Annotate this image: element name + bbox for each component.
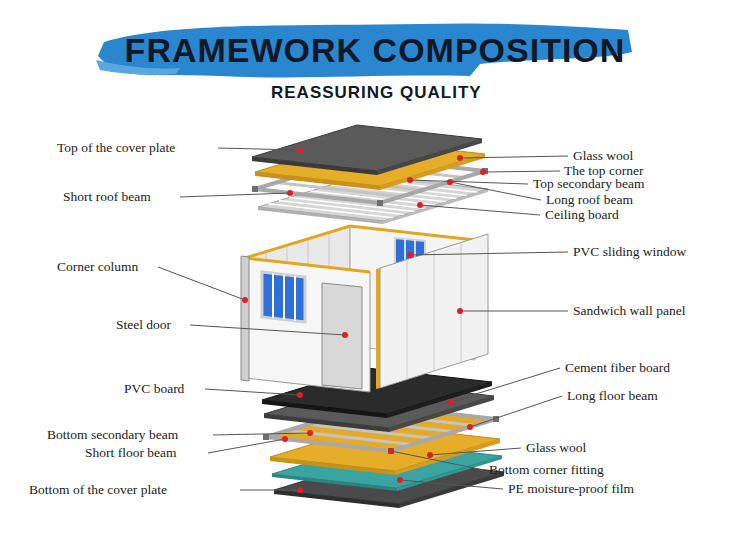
leader-dot — [297, 147, 303, 153]
corner-fitting — [388, 448, 394, 454]
panel-seam — [407, 260, 408, 380]
leader-dot — [467, 424, 473, 430]
part-label: PVC board — [124, 380, 184, 398]
leader-dot — [457, 308, 463, 314]
wall-edge — [245, 258, 370, 272]
panel-seam — [434, 251, 435, 371]
wall-box — [241, 226, 488, 392]
plate-edge — [377, 139, 482, 175]
plate-edge — [252, 157, 377, 175]
part-label: Sandwich wall panel — [573, 302, 685, 320]
part-label: Corner column — [57, 258, 138, 276]
diagram-title: FRAMEWORK COMPOSITION — [0, 30, 750, 70]
steel-door — [322, 283, 362, 389]
leader-line — [420, 205, 540, 215]
corner-fitting — [252, 186, 258, 192]
part-label: Glass wool — [573, 147, 633, 165]
corner-column — [241, 256, 249, 381]
leader-line — [190, 325, 345, 335]
leader-lines — [158, 148, 568, 490]
leader-dot — [407, 252, 413, 258]
leader-line — [460, 156, 568, 158]
window-bar — [294, 276, 296, 321]
board-edge — [387, 382, 492, 418]
leader-dot — [480, 169, 486, 175]
leader-line — [450, 182, 541, 200]
leader-dot — [287, 190, 293, 196]
leader-dot — [397, 477, 403, 483]
leader-line — [240, 490, 300, 491]
board-edge — [262, 400, 387, 418]
part-label: Steel door — [116, 316, 171, 334]
corner-fitting — [263, 434, 269, 440]
leader-dot — [307, 430, 313, 436]
panel-core — [376, 268, 380, 389]
board-edge — [264, 414, 389, 432]
film-edge — [272, 474, 397, 491]
front-window — [262, 272, 305, 322]
part-label: Glass wool — [526, 439, 586, 457]
subtitle: REASSURING QUALITY — [271, 84, 482, 102]
part-label: PE moisture-proof film — [508, 480, 634, 498]
plate-edge — [274, 490, 399, 508]
part-label: Top of the cover plate — [57, 139, 175, 157]
window-bar — [272, 273, 274, 318]
front-wall — [245, 258, 370, 392]
window-bar — [283, 275, 285, 320]
part-label: Long roof beam — [546, 191, 633, 209]
leader-line — [158, 267, 245, 300]
part-label: Long floor beam — [567, 387, 658, 405]
leader-line — [460, 311, 568, 312]
leader-line — [410, 252, 568, 255]
leader-dot — [297, 392, 303, 398]
leader-dot — [388, 448, 394, 454]
leader-dot — [282, 436, 288, 442]
leader-line — [400, 480, 503, 489]
leader-dot — [417, 202, 423, 208]
part-label: PVC sliding window — [573, 243, 686, 261]
leader-line — [410, 180, 528, 184]
leader-dot — [342, 332, 348, 338]
part-label: Short floor beam — [85, 444, 176, 462]
corner-fitting — [377, 200, 383, 206]
part-label: Cement fiber board — [565, 359, 670, 377]
leader-line — [391, 451, 484, 470]
leader-line — [205, 389, 300, 395]
leader-line — [430, 448, 521, 455]
leader-dot — [407, 177, 413, 183]
part-label: Bottom of the cover plate — [29, 481, 167, 499]
part-label: Ceiling board — [545, 206, 619, 224]
leader-dot — [297, 487, 303, 493]
leader-dot — [447, 399, 453, 405]
leader-line — [213, 433, 310, 435]
part-label: Bottom secondary beam — [47, 426, 178, 444]
leader-line — [470, 396, 562, 427]
leader-line — [208, 439, 285, 453]
leader-dot — [427, 452, 433, 458]
leader-line — [483, 171, 560, 172]
leader-dots — [242, 147, 486, 493]
wool-edge — [270, 457, 395, 475]
leader-dot — [447, 179, 453, 185]
part-label: Short roof beam — [63, 188, 151, 206]
leader-dot — [242, 297, 248, 303]
leader-line — [218, 148, 300, 150]
ceiling-edge — [258, 207, 383, 224]
panel-seam — [461, 243, 462, 363]
leader-line — [180, 193, 290, 197]
leader-line — [450, 368, 560, 402]
wool-edge — [255, 172, 380, 190]
part-label: Bottom corner fitting — [489, 461, 604, 479]
leader-dot — [457, 155, 463, 161]
part-label: Top secondary beam — [533, 175, 645, 193]
